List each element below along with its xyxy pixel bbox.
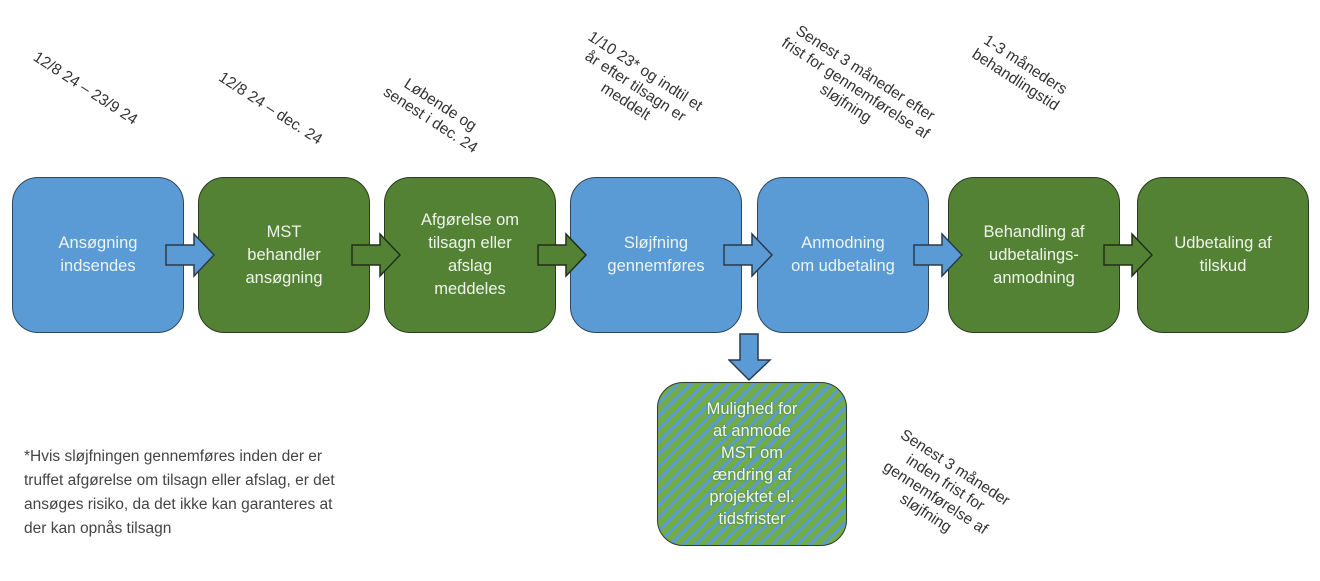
step-label: Udbetaling af tilskud xyxy=(1174,234,1272,275)
timing-label-2: 12/8 24 – dec. 24 xyxy=(215,68,326,149)
step-label: Anmodning om udbetaling xyxy=(791,234,895,275)
step-box-afgoerelse: Afgørelse om tilsagn eller afslag meddel… xyxy=(384,177,556,333)
arrow-right-icon xyxy=(913,232,964,278)
step-box-sloejfning: Sløjfning gennemføres xyxy=(570,177,742,333)
step-label: Behandling af udbetalings- anmodning xyxy=(983,222,1085,287)
timing-label-5: Senest 3 måneder efter frist for gennemf… xyxy=(778,22,938,143)
arrow-right-icon xyxy=(165,232,216,278)
arrow-right-icon xyxy=(537,232,588,278)
timing-label-6: 1-3 måneders behandlingstid xyxy=(968,31,1070,115)
step-box-mst-behandler: MST behandler ansøgning xyxy=(198,177,370,333)
timing-label-3: Løbende og senest i dec. 24 xyxy=(380,75,481,157)
timing-label-1: 12/8 24 – 23/9 24 xyxy=(30,48,141,129)
step-box-anmodning: Anmodning om udbetaling xyxy=(757,177,929,333)
arrow-right-icon xyxy=(1103,232,1154,278)
arrow-right-icon xyxy=(351,232,402,278)
side-step-timing-label: Senest 3 måneder inden frist for gennemf… xyxy=(880,426,1013,539)
timing-label-4: 1/10 23* og indtil et år efter tilsagn e… xyxy=(581,28,706,126)
step-label: MST behandler ansøgning xyxy=(245,222,323,287)
step-label: Afgørelse om tilsagn eller afslag meddel… xyxy=(420,211,520,298)
side-step-label: Mulighed for at anmode MST om ændring af… xyxy=(706,400,798,528)
step-box-behandling: Behandling af udbetalings- anmodning xyxy=(948,177,1120,333)
arrow-down-icon xyxy=(728,333,772,382)
footnote-text: *Hvis sløjfningen gennemføres inden der … xyxy=(24,448,335,537)
arrow-right-icon xyxy=(723,232,774,278)
step-box-udbetaling: Udbetaling af tilskud xyxy=(1137,177,1309,333)
step-label: Sløjfning gennemføres xyxy=(607,234,705,275)
step-label: Ansøgning indsendes xyxy=(58,234,138,275)
step-box-ansoegning: Ansøgning indsendes xyxy=(12,177,184,333)
side-step-box-aendring: Mulighed for at anmode MST om ændring af… xyxy=(657,382,847,546)
